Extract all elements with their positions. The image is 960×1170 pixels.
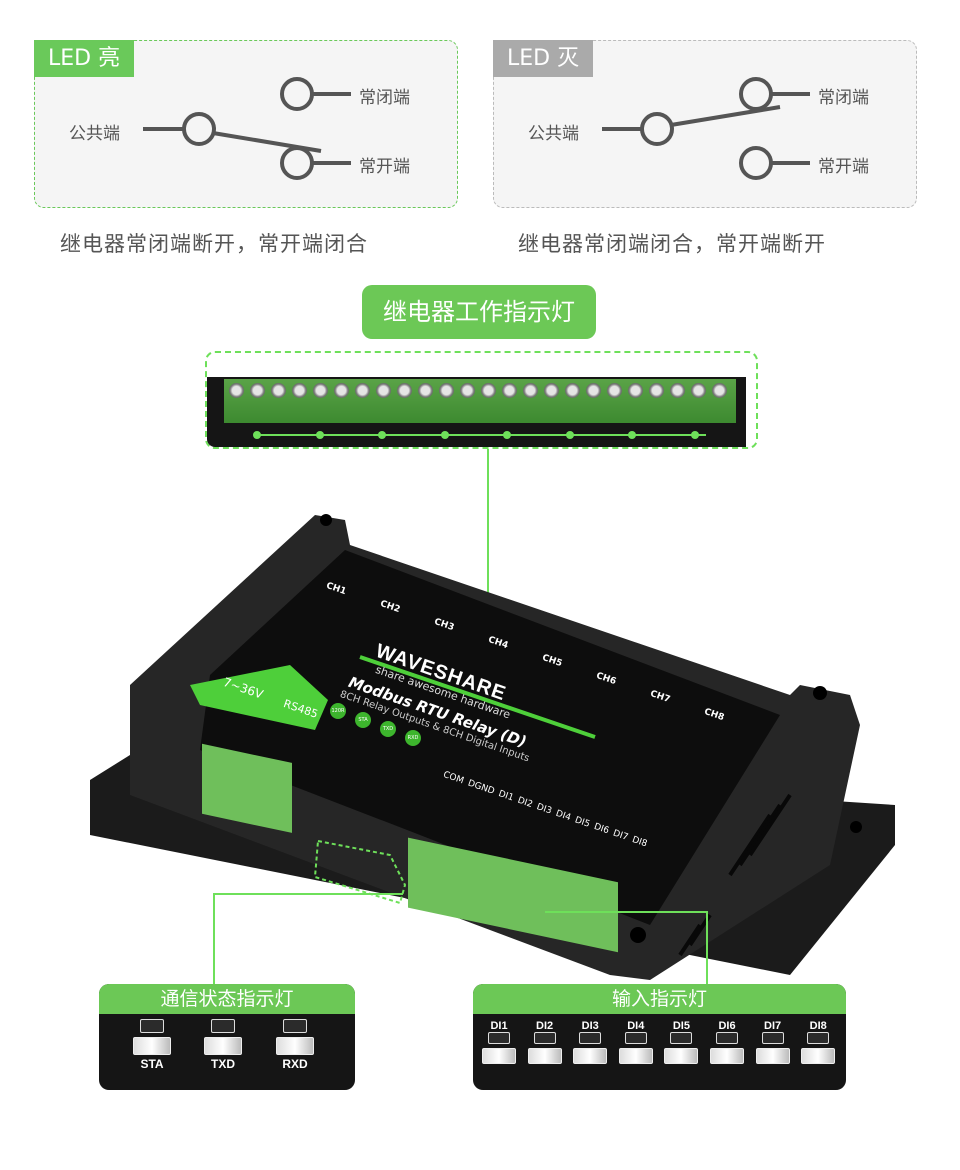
led-off-caption: 继电器常闭端闭合，常开端断开	[518, 232, 826, 256]
terminal-screw-icon	[355, 383, 370, 398]
led-icon	[618, 1048, 653, 1064]
led-icon	[755, 1048, 790, 1064]
led-icon	[710, 1048, 744, 1064]
terminal-screw-icon	[628, 383, 643, 398]
resistor-icon	[533, 1032, 556, 1044]
led-sta: STA	[127, 1014, 177, 1071]
terminal-screw-icon	[439, 383, 454, 398]
terminal-screw-icon	[334, 383, 349, 398]
terminal-screw-icon	[670, 383, 685, 398]
terminal-screw-icon	[313, 383, 328, 398]
resistor-icon	[283, 1019, 307, 1033]
led-di: DI3	[570, 1014, 610, 1064]
common-terminal-label: 公共端	[528, 124, 579, 144]
led-di: DI8	[798, 1014, 838, 1064]
terminal-screw-icon	[271, 383, 286, 398]
relay-led-marker	[628, 431, 636, 439]
terminal-screw-icon	[460, 383, 475, 398]
led-icon	[527, 1048, 562, 1064]
relay-led-marker	[315, 431, 324, 439]
resistor-icon	[761, 1032, 784, 1044]
led-icon	[276, 1037, 314, 1055]
relay-switch-on-icon	[143, 77, 351, 180]
resistor-icon	[140, 1019, 164, 1033]
led-di: DI6	[707, 1014, 747, 1064]
terminal-screw-icon	[250, 383, 265, 398]
led-off-diagram: LED 灭 公共端 常闭端 常开端	[493, 40, 917, 208]
relay-led-marker	[253, 431, 261, 439]
terminal-screw-icon	[607, 383, 622, 398]
terminal-screw-icon	[712, 383, 727, 398]
resistor-icon	[807, 1032, 830, 1044]
status-led: TXD	[380, 721, 396, 737]
terminal-screw-icon	[229, 383, 244, 398]
status-led: STA	[355, 712, 371, 728]
comm-connector-line-h	[213, 893, 403, 895]
resistor-icon	[716, 1032, 738, 1044]
relay-terminal-strip-zoom	[205, 351, 758, 449]
comm-status-panel: 通信状态指示灯 STA TXD RXD	[99, 984, 355, 1090]
led-icon	[133, 1037, 171, 1055]
led-di: DI2	[525, 1014, 565, 1064]
nc-terminal-label: 常闭端	[359, 88, 410, 108]
relay-led-marker	[565, 431, 574, 439]
terminal-screw-icon	[292, 383, 307, 398]
resistor-icon	[579, 1032, 602, 1044]
led-icon	[482, 1048, 516, 1064]
terminal-screw-icon	[397, 383, 412, 398]
terminal-screw-icon	[565, 383, 580, 398]
common-terminal-label: 公共端	[69, 124, 120, 144]
terminal-screw-icon	[418, 383, 433, 398]
relay-led-marker	[378, 431, 386, 439]
terminal-screw-icon	[502, 383, 517, 398]
terminal-screw-icon	[376, 383, 391, 398]
resistor-icon	[211, 1019, 235, 1033]
led-di: DI4	[616, 1014, 656, 1064]
terminal-screw-icon	[544, 383, 559, 398]
terminal-screw-icon	[481, 383, 496, 398]
led-icon	[204, 1037, 242, 1055]
led-rxd: RXD	[270, 1014, 320, 1071]
no-terminal-label: 常开端	[818, 157, 869, 177]
led-on-tag: LED 亮	[34, 40, 135, 77]
nc-terminal-label: 常闭端	[818, 88, 869, 108]
status-led: 120R	[330, 703, 346, 719]
relay-led-marker	[503, 431, 511, 439]
led-on-diagram: LED 亮 公共端 常闭端 常开端	[34, 40, 458, 208]
device-enclosure-icon	[90, 514, 895, 980]
led-di: DI7	[753, 1014, 793, 1064]
resistor-icon	[624, 1032, 647, 1044]
relay-switch-off-icon	[602, 77, 810, 180]
relay-connector-line	[487, 449, 489, 609]
status-led: RXD	[405, 730, 421, 746]
comm-connector-line-v	[213, 893, 215, 985]
terminal-screw-icon	[523, 383, 538, 398]
resistor-icon	[488, 1032, 510, 1044]
modbus-relay-device: WAVESHARE share awesome hardware Modbus …	[90, 505, 900, 985]
led-icon	[664, 1048, 699, 1064]
led-icon	[801, 1048, 836, 1064]
input-connector-line-h	[545, 911, 707, 913]
relay-led-marker	[690, 431, 699, 439]
led-di: DI1	[479, 1014, 519, 1064]
led-di: DI5	[661, 1014, 701, 1064]
led-txd: TXD	[198, 1014, 248, 1071]
terminal-screw-icon	[586, 383, 601, 398]
input-panel-title: 输入指示灯	[473, 984, 846, 1014]
no-terminal-label: 常开端	[359, 157, 410, 177]
comm-panel-title: 通信状态指示灯	[99, 984, 355, 1014]
terminal-screw-icon	[649, 383, 664, 398]
relay-led-connector-line	[256, 434, 706, 436]
input-connector-line-v	[706, 911, 708, 985]
led-on-caption: 继电器常闭端断开，常开端闭合	[60, 232, 368, 256]
led-icon	[573, 1048, 608, 1064]
terminal-screw-icon	[691, 383, 706, 398]
resistor-icon	[670, 1032, 693, 1044]
relay-led-marker	[440, 431, 449, 439]
led-off-tag: LED 灭	[493, 40, 594, 77]
relay-indicator-label: 继电器工作指示灯	[362, 285, 596, 339]
